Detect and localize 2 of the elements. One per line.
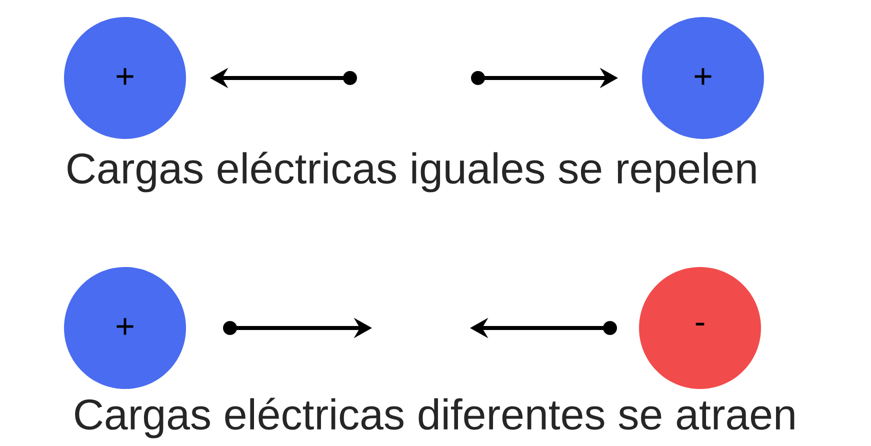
caption: Cargas eléctricas iguales se repelen <box>68 152 756 192</box>
caption: Cargas eléctricas diferentes se atraen <box>75 398 794 438</box>
